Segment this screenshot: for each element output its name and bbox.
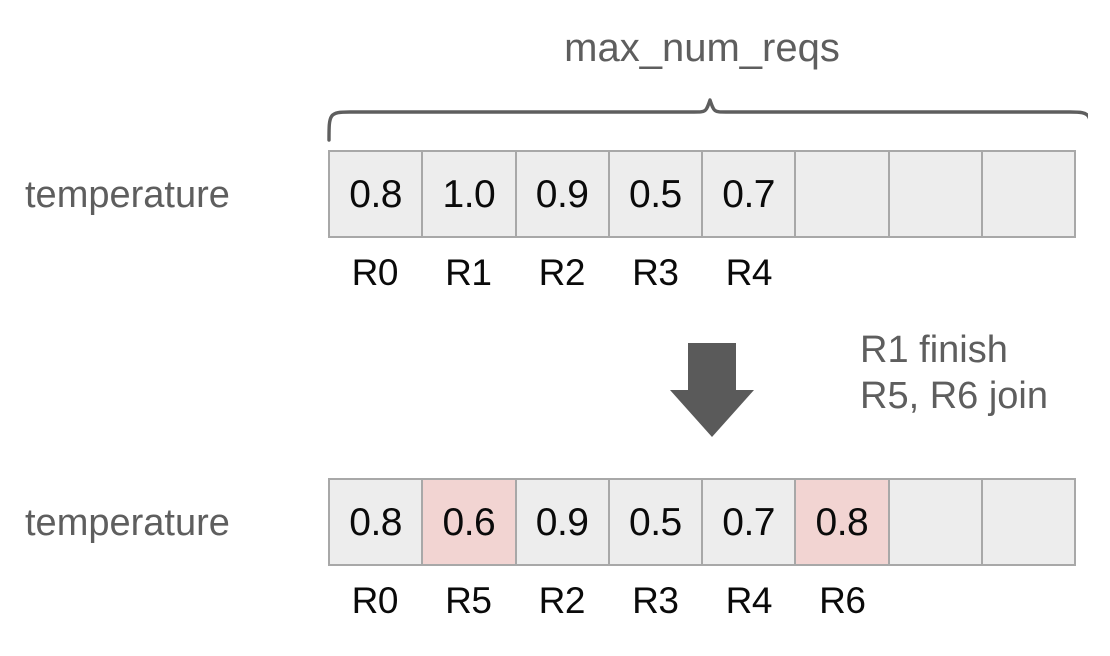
request-id-label: R5: [445, 580, 492, 621]
slot-cell[interactable]: 0.9: [514, 478, 610, 566]
request-id-label: R2: [538, 580, 586, 621]
transition-note-line-1: R1 finish: [860, 329, 1008, 371]
down-arrow-icon: [670, 343, 754, 437]
request-id-label: R0: [351, 252, 399, 293]
transition-note: R1 finish R5, R6 join: [860, 327, 1048, 420]
slot-cell[interactable]: 0.8: [328, 478, 424, 566]
request-id-label: [889, 254, 983, 300]
slot-row-before: 0.8 1.0 0.9 0.5 0.7: [328, 150, 1076, 238]
slot-cell[interactable]: 0.8: [328, 150, 424, 238]
slot-cell-highlighted[interactable]: 0.8: [794, 478, 890, 566]
transition-note-line-2: R5, R6 join: [860, 375, 1048, 418]
slot-cell-empty[interactable]: [794, 150, 890, 238]
request-id-label: [889, 582, 983, 628]
request-id-row-before: R0 R1 R2 R3 R4: [328, 254, 1076, 300]
request-id-label: [983, 582, 1077, 628]
slot-cell[interactable]: 0.5: [607, 150, 703, 238]
slot-cell[interactable]: 0.7: [701, 478, 797, 566]
row-label-temperature-after: temperature: [25, 502, 230, 544]
request-id-label: [983, 254, 1077, 300]
row-label-temperature-before: temperature: [25, 174, 230, 216]
slot-cell[interactable]: 0.7: [701, 150, 797, 238]
slot-cell[interactable]: 0.9: [514, 150, 610, 238]
slot-row-after: 0.8 0.6 0.9 0.5 0.7 0.8: [328, 478, 1076, 566]
top-brace-icon: [327, 98, 1088, 142]
slot-cell[interactable]: 0.5: [607, 478, 703, 566]
max-num-reqs-title: max_num_reqs: [564, 26, 840, 70]
slot-cell-empty[interactable]: [887, 478, 983, 566]
request-id-row-after: R0 R5 R2 R3 R4 R6: [328, 582, 1076, 628]
request-id-label: [796, 254, 890, 300]
request-id-label: R2: [538, 252, 586, 293]
slot-cell-empty[interactable]: [980, 478, 1076, 566]
request-id-label: R4: [725, 580, 773, 621]
slot-cell-empty[interactable]: [887, 150, 983, 238]
request-id-label: R3: [632, 252, 679, 293]
request-id-label: R3: [632, 580, 679, 621]
slot-cell[interactable]: 1.0: [421, 150, 517, 238]
request-id-label: R1: [445, 252, 492, 293]
slot-cell-highlighted[interactable]: 0.6: [421, 478, 517, 566]
request-id-label: R4: [725, 252, 773, 293]
request-id-label: R6: [819, 580, 866, 621]
request-id-label: R0: [351, 580, 399, 621]
slot-cell-empty[interactable]: [980, 150, 1076, 238]
